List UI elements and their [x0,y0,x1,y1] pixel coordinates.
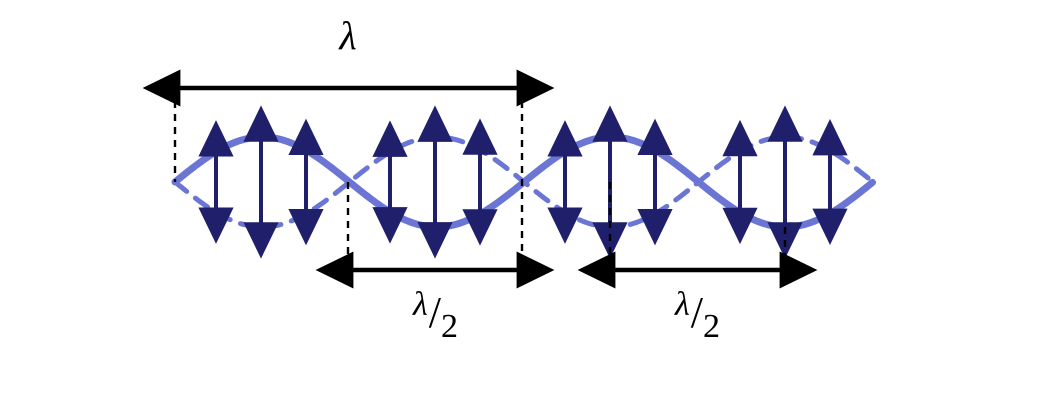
half-wavelength-slash-left: / [428,288,441,337]
half-wavelength-numerator-right: λ [675,286,690,323]
half-wavelength-numerator-left: λ [413,286,428,323]
half-wavelength-label-left: λ/2 [413,286,458,344]
half-wavelength-slash-right: / [690,288,703,337]
half-wavelength-denominator-right: 2 [702,308,720,345]
half-wavelength-label-right: λ/2 [675,286,720,344]
measurement-arrows-group [142,69,818,289]
wavelength-label: λ [339,13,357,58]
half-wavelength-denominator-left: 2 [440,308,458,345]
dashed-wave-curve [172,134,875,230]
wave-curves-group [171,133,876,231]
